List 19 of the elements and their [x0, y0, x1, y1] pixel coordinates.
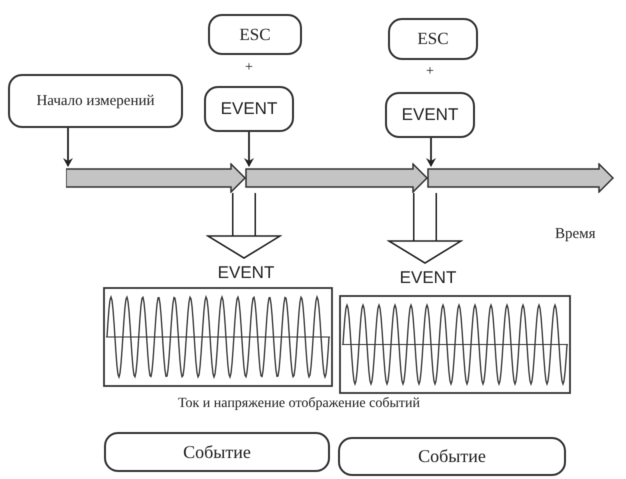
- arrow: [426, 138, 436, 167]
- axis-label: Время: [555, 226, 596, 243]
- arrow: [244, 132, 254, 167]
- event-label: EVENT: [200, 260, 292, 286]
- event-box: Событие: [104, 432, 330, 472]
- caption: Ток и напряжение отображение событий: [178, 396, 420, 412]
- plus-sign: +: [245, 60, 253, 76]
- key-box: ESC: [208, 14, 302, 55]
- block-arrow: [207, 193, 281, 259]
- timeline-arrow: [66, 163, 614, 193]
- event-label: EVENT: [382, 265, 474, 291]
- plus-sign: +: [426, 64, 434, 80]
- event-box: EVENT: [385, 92, 475, 138]
- block-arrow: [388, 193, 462, 264]
- event-box: Событие: [338, 437, 566, 476]
- key-box: ESC: [388, 18, 478, 60]
- start-box: Начало измерений: [8, 74, 183, 128]
- arrow: [63, 128, 73, 167]
- event-box: EVENT: [204, 86, 294, 132]
